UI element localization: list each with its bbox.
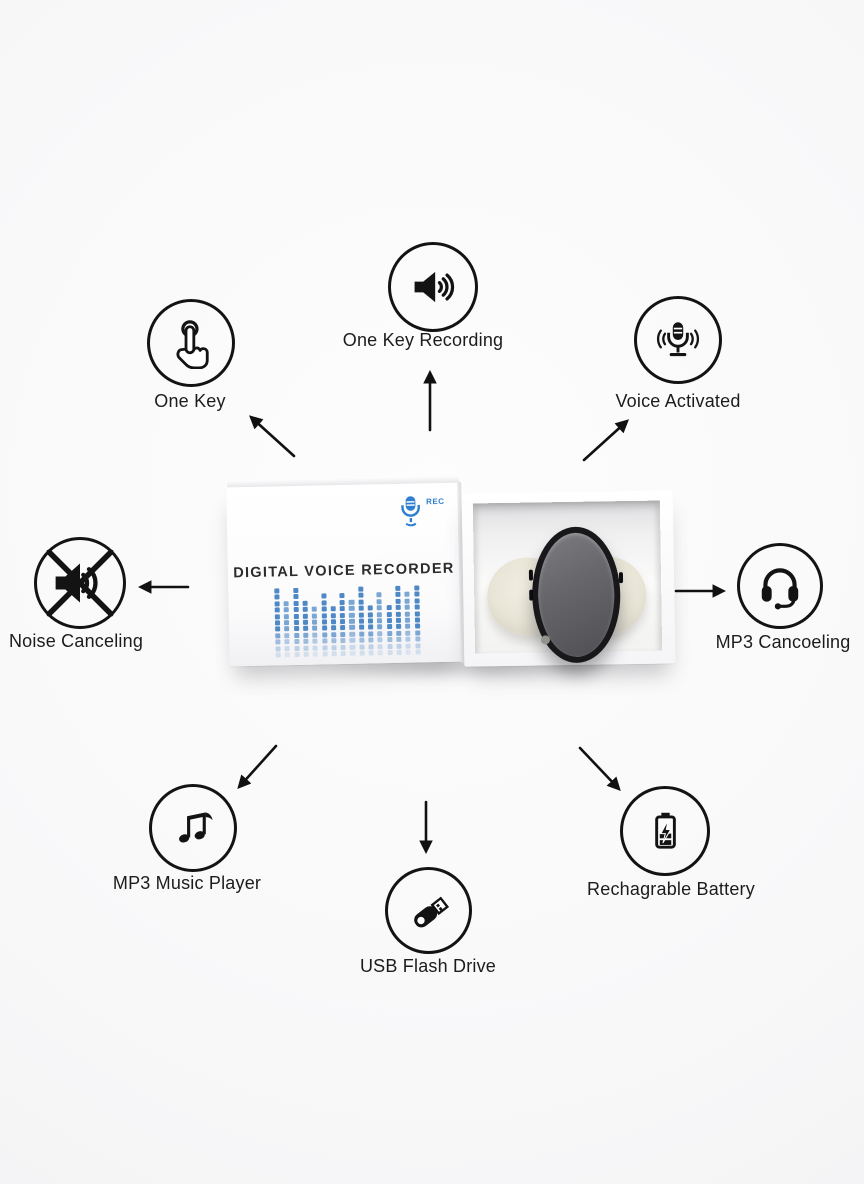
headset-icon — [761, 568, 799, 610]
feature-circle-rechagrable-battery — [620, 786, 710, 876]
muted-speaker-icon — [46, 549, 114, 617]
arrow-to-one-key-recording — [423, 369, 437, 432]
feature-label-mp3-music-player: MP3 Music Player — [112, 873, 262, 893]
arrow-to-mp3-cancoeling — [674, 584, 727, 598]
feature-label-one-key: One Key — [154, 391, 226, 411]
feature-label-rechagrable-battery: Rechagrable Battery — [587, 879, 755, 899]
box-title: DIGITAL VOICE RECORDER — [233, 560, 455, 582]
box-logo-text: REC — [426, 496, 445, 507]
product-box-front: REC DIGITAL VOICE RECORDER — [226, 481, 462, 667]
device-detail-dot — [540, 635, 551, 645]
device-side-button — [529, 589, 534, 601]
feature-circle-mp3-cancoeling — [737, 543, 823, 629]
feature-circle-noise-canceling — [34, 537, 126, 629]
voice-recorder-device — [528, 526, 624, 664]
feature-label-mp3-cancoeling: MP3 Cancoeling — [715, 632, 851, 652]
feature-label-one-key-recording: One Key Recording — [342, 330, 504, 350]
feature-circle-voice-activated — [634, 296, 722, 384]
arrow-to-rechagrable-battery — [578, 746, 621, 791]
feature-circle-usb-flash-drive — [385, 867, 472, 954]
arrow-to-voice-activated — [582, 419, 630, 462]
device-side-button — [618, 572, 624, 584]
usb-icon — [413, 896, 449, 927]
feature-circle-mp3-music-player — [149, 784, 237, 872]
microphone-logo-icon — [400, 496, 420, 527]
device-side-button — [528, 569, 534, 581]
box-logo: REC — [397, 494, 445, 529]
arrow-to-mp3-music-player — [237, 744, 278, 790]
arrow-to-one-key — [248, 415, 296, 458]
speaker-icon — [414, 271, 455, 303]
tray-cavity — [472, 500, 663, 664]
feature-circle-one-key-recording — [388, 242, 478, 332]
product-box-tray — [461, 490, 676, 667]
feature-label-usb-flash-drive: USB Flash Drive — [359, 956, 497, 976]
equalizer-graphic — [274, 585, 427, 660]
arrow-to-usb-flash-drive — [419, 800, 433, 855]
feature-label-voice-activated: Voice Activated — [615, 391, 741, 411]
microphone-icon — [656, 322, 700, 357]
tap-icon — [176, 320, 209, 369]
feature-label-noise-canceling: Noise Canceling — [8, 631, 144, 651]
music-notes-icon — [179, 812, 213, 843]
battery-icon — [655, 812, 676, 849]
feature-circle-one-key — [147, 299, 235, 387]
arrow-to-noise-canceling — [137, 580, 190, 594]
